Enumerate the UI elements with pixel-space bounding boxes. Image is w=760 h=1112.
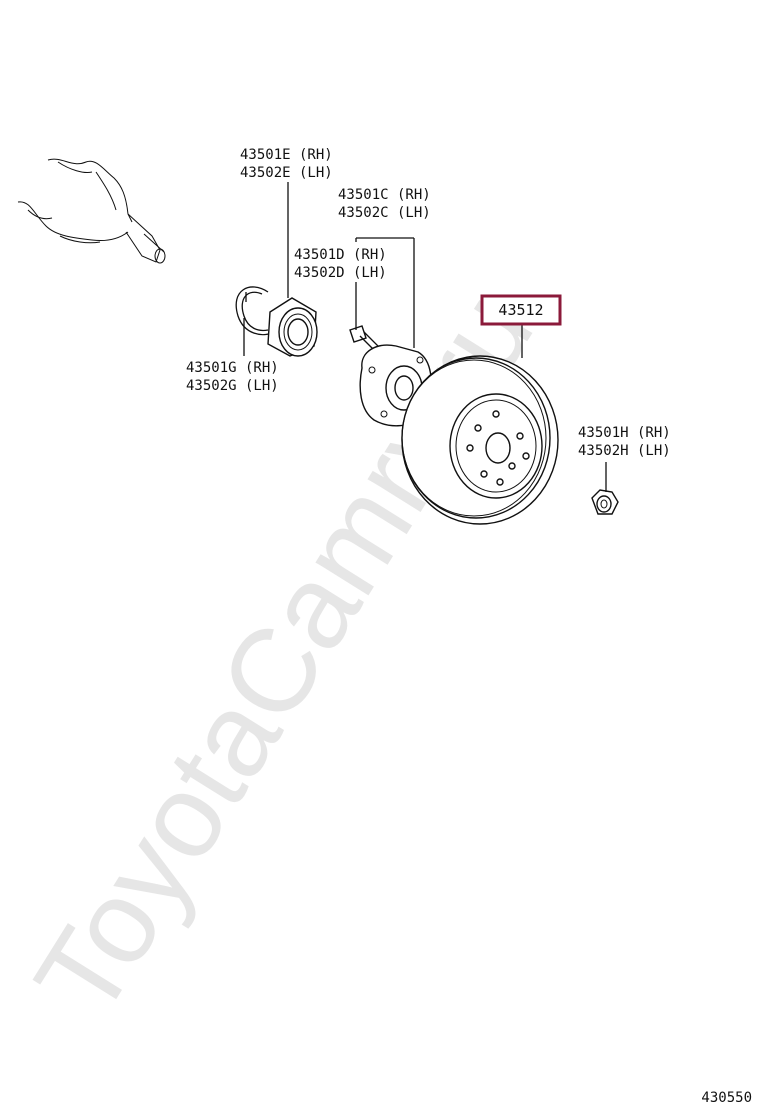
label-43502h-lh[interactable]: 43502H (LH) xyxy=(578,443,671,459)
label-43501c-rh[interactable]: 43501C (RH) xyxy=(338,187,431,203)
part-number-43512[interactable]: 43512 xyxy=(498,301,543,319)
snap-ring xyxy=(235,286,275,336)
hub-bearing xyxy=(267,297,318,357)
label-43501g-rh[interactable]: 43501G (RH) xyxy=(186,360,279,376)
diagram-code: 430550 xyxy=(701,1090,752,1106)
drive-shaft-drawing xyxy=(17,158,166,264)
label-43502d-lh[interactable]: 43502D (LH) xyxy=(294,265,387,281)
highlight-box xyxy=(480,294,562,326)
label-43502c-lh[interactable]: 43502C (LH) xyxy=(338,205,431,221)
label-43502e-lh[interactable]: 43502E (LH) xyxy=(240,165,333,181)
brake-disc xyxy=(401,355,559,525)
leader-lines xyxy=(243,182,607,492)
label-43501d-rh[interactable]: 43501D (RH) xyxy=(294,247,387,263)
label-43501h-rh[interactable]: 43501H (RH) xyxy=(578,425,671,441)
hub-nut xyxy=(591,489,619,515)
highlighted-part-callout[interactable]: 43512 xyxy=(480,294,562,326)
part-labels: 43501E (RH) 43502E (LH) 43501C (RH) 4350… xyxy=(186,147,671,459)
label-43501e-rh[interactable]: 43501E (RH) xyxy=(240,147,333,163)
label-43502g-lh[interactable]: 43502G (LH) xyxy=(186,378,279,394)
